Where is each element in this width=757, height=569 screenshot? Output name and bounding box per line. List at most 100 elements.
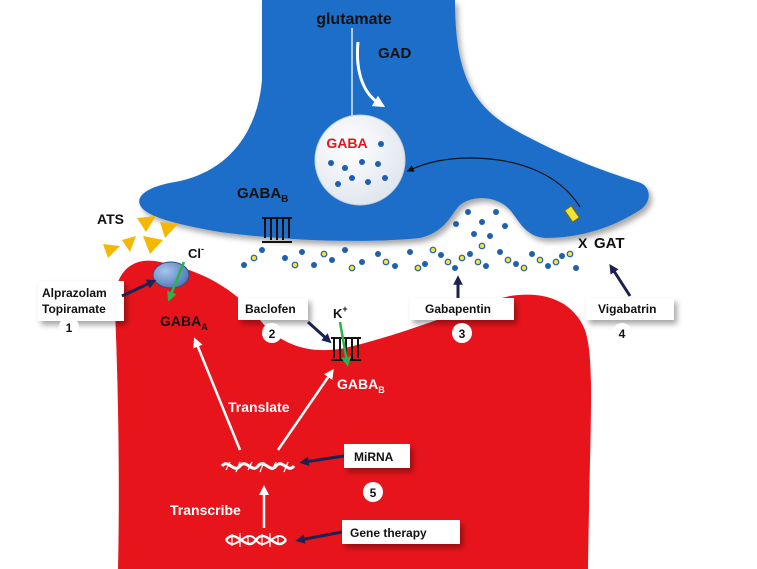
gaba-molecule [465, 209, 471, 215]
ats-triangle [122, 236, 136, 252]
reuptake-arrow [406, 157, 581, 208]
site-marker-2: 2 [262, 323, 282, 343]
gene-therapy-label: Gene therapy [350, 526, 427, 540]
gaba-molecule [438, 252, 444, 258]
gaba-molecule [241, 262, 247, 268]
gaba-molecule [493, 209, 499, 215]
gaba-molecule [382, 175, 388, 181]
chloride-influx-arrow [167, 261, 186, 302]
gaba-molecule [458, 254, 466, 262]
site-marker-1: 1 [59, 317, 79, 337]
topiramate-label: Topiramate [42, 302, 106, 316]
gaba-molecule [573, 265, 579, 271]
transcribe-label: Transcribe [170, 502, 241, 518]
cleft-gaba-molecules [241, 209, 579, 272]
presynaptic-gabab-label: GABAB [237, 185, 288, 205]
postsynaptic-gabab-receptor-icon [331, 337, 361, 361]
gaba-molecule [250, 254, 258, 262]
gaba-molecule [520, 264, 528, 272]
drug-box-mirna: MiRNA [344, 444, 410, 468]
potassium-label: K+ [333, 304, 348, 321]
site-marker-4: 4 [612, 323, 632, 343]
gaba-molecule [392, 263, 398, 269]
gaba-molecule [342, 165, 348, 171]
alprazolam-label: Alprazolam [42, 286, 107, 300]
gaba-molecule [559, 253, 565, 259]
drug-box-vigabatrin: Vigabatrin [586, 298, 674, 320]
translate-label: Translate [228, 399, 290, 415]
ats-triangle [137, 216, 156, 232]
gat-label: GAT [594, 235, 625, 252]
gaba-molecule [552, 258, 560, 266]
gaba-molecule [335, 181, 341, 187]
gaba-molecule [504, 256, 512, 264]
gaba-molecule [359, 259, 365, 265]
svg-text:3: 3 [459, 327, 466, 341]
gaba-molecule [453, 221, 459, 227]
gaba-vesicle-label: GABA [326, 135, 367, 151]
translate-arrow-gabab [276, 368, 334, 451]
svg-text:1: 1 [66, 321, 73, 335]
ats-triangle [143, 236, 163, 254]
gaba-molecule [422, 261, 428, 267]
drug-box-gene-therapy: Gene therapy [342, 520, 460, 544]
site-marker-3: 3 [452, 323, 472, 343]
gaba-molecule [359, 159, 365, 165]
gaba-molecule [365, 179, 371, 185]
gaba-molecule [329, 257, 335, 263]
gad-arrow [355, 41, 386, 108]
chloride-label: Cl- [188, 244, 204, 261]
gaba-molecule [375, 161, 381, 167]
presynaptic-gabab-receptor-icon [262, 217, 292, 243]
ats-triangle [103, 244, 120, 258]
mrna-icon-strand [225, 461, 289, 473]
gaba-molecule [471, 231, 477, 237]
svg-text:2: 2 [269, 327, 276, 341]
gaba-molecule [299, 249, 305, 255]
gabaa-channel-icon [152, 261, 190, 289]
glutamate-label: glutamate [316, 11, 392, 28]
vesicle-gaba-molecules [328, 141, 388, 187]
drug-arrow-gene-therapy [295, 530, 343, 544]
svg-text:4: 4 [619, 327, 626, 341]
gaba-molecule [444, 258, 452, 266]
gaba-molecule [487, 233, 493, 239]
gaba-molecule [566, 250, 574, 258]
translate-arrow-gabaa [193, 337, 242, 451]
gabapentin-label: Gabapentin [425, 302, 491, 316]
gat-transporter-icon [564, 205, 580, 223]
drug-arrow-site-2 [306, 320, 332, 344]
gad-label: GAD [378, 45, 412, 62]
gaba-molecule [375, 251, 381, 257]
gaba-molecule [452, 265, 458, 271]
drug-arrow-site-4 [609, 263, 632, 297]
gaba-molecule [259, 247, 265, 253]
gaba-molecule [282, 255, 288, 261]
gaba-molecule [378, 141, 384, 147]
gaba-molecule [474, 258, 482, 266]
ats-label: ATS [97, 211, 124, 227]
gaba-molecule [478, 242, 486, 250]
mirna-label: MiRNA [354, 450, 394, 464]
vigabatrin-label: Vigabatrin [598, 302, 656, 316]
site-marker-5: 5 [363, 482, 383, 502]
gaba-molecule [536, 256, 544, 264]
dna-helix-icon [224, 533, 288, 547]
ats-triangles [103, 216, 178, 258]
gaba-molecule [513, 261, 519, 267]
drug-box-alprazolam-topiramate: Alprazolam Topiramate [38, 281, 124, 321]
gaba-molecule [414, 264, 422, 272]
drug-box-baclofen: Baclofen [238, 298, 308, 320]
drug-arrow-site-1 [121, 279, 157, 298]
ats-triangle [160, 222, 178, 238]
gaba-molecule [483, 263, 489, 269]
mrna-icon [220, 462, 296, 470]
gaba-molecule [328, 160, 334, 166]
gaba-molecule [545, 263, 551, 269]
svg-text:5: 5 [370, 486, 377, 500]
gaba-molecule [407, 249, 413, 255]
drug-arrow-mirna [299, 454, 345, 467]
gaba-molecule [320, 250, 328, 258]
potassium-efflux-arrow [338, 321, 352, 367]
